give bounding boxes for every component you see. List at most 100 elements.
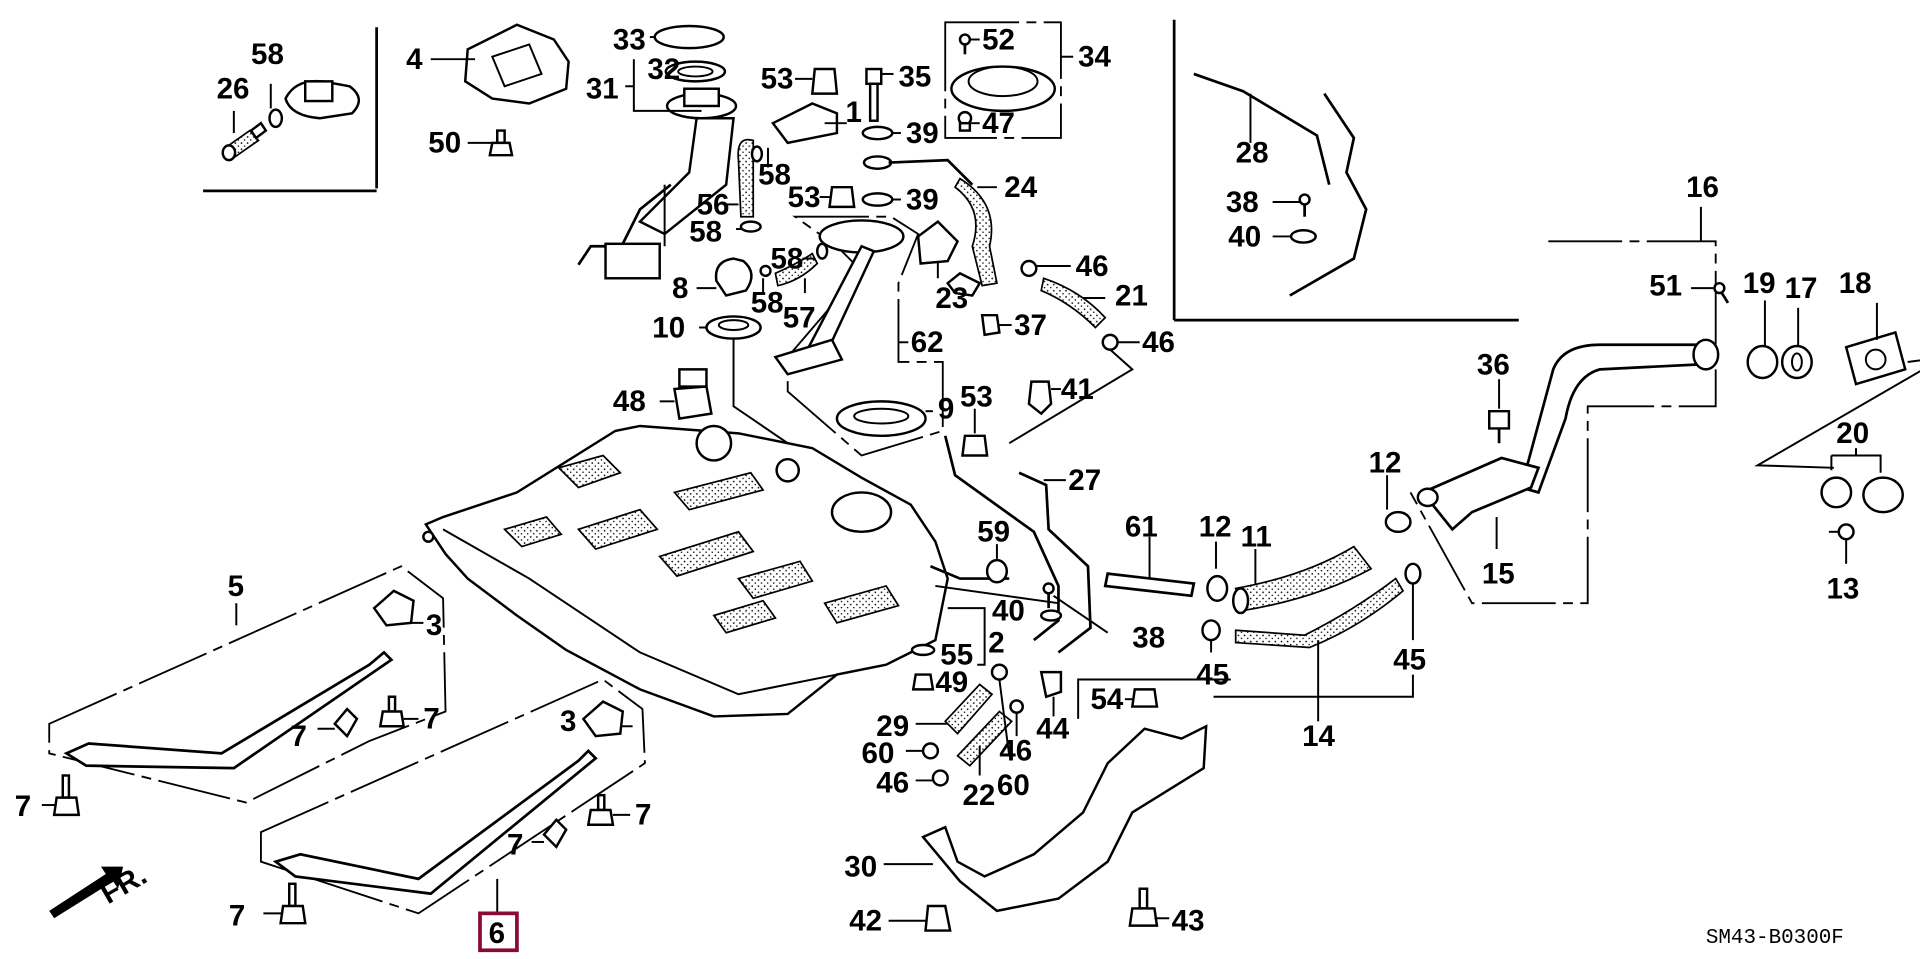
label-60a[interactable]: 60 — [862, 737, 895, 770]
part-22-hose[interactable] — [956, 710, 1013, 776]
part-31-fuel-pump-module[interactable] — [625, 59, 738, 236]
label-35[interactable]: 35 — [898, 60, 931, 93]
part-58-clip-d[interactable] — [759, 264, 772, 294]
part-58-clip-a[interactable] — [268, 83, 284, 129]
part-12-clamp-a[interactable] — [1206, 541, 1229, 602]
label-58e[interactable]: 58 — [751, 287, 784, 320]
part-51-screw[interactable] — [1691, 281, 1730, 304]
label-58c[interactable]: 58 — [689, 215, 722, 248]
label-51[interactable]: 51 — [1649, 269, 1682, 302]
label-36[interactable]: 36 — [1477, 348, 1510, 381]
label-12b[interactable]: 12 — [1369, 447, 1402, 480]
label-11[interactable]: 11 — [1241, 521, 1272, 554]
part-7-bolt-f[interactable] — [586, 793, 631, 826]
part-53-nut-c[interactable] — [961, 408, 989, 457]
label-45b[interactable]: 45 — [1393, 644, 1426, 677]
label-38a[interactable]: 38 — [1226, 186, 1259, 219]
label-23[interactable]: 23 — [935, 282, 968, 315]
label-53c[interactable]: 53 — [960, 380, 993, 413]
part-30-protector[interactable] — [883, 724, 1208, 913]
label-52[interactable]: 52 — [982, 23, 1015, 56]
label-48[interactable]: 48 — [613, 385, 646, 418]
part-37-bolt[interactable] — [980, 313, 1012, 337]
label-40b[interactable]: 40 — [992, 594, 1025, 627]
part-5-tank-strap-assy[interactable] — [48, 565, 447, 804]
part-58-clip-b[interactable] — [750, 145, 769, 168]
part-15-filler-pipe[interactable] — [1416, 456, 1541, 550]
label-7a[interactable]: 7 — [15, 790, 31, 823]
label-18[interactable]: 18 — [1839, 267, 1872, 300]
part-18-filler-base[interactable] — [1754, 302, 1920, 469]
part-59-clamp[interactable] — [985, 544, 1009, 584]
label-22[interactable]: 22 — [962, 779, 995, 812]
part-23-clip[interactable] — [916, 220, 960, 279]
label-32[interactable]: 32 — [647, 53, 680, 86]
label-38b[interactable]: 38 — [1132, 622, 1165, 655]
label-14[interactable]: 14 — [1302, 720, 1335, 753]
part-57-hose[interactable] — [774, 252, 819, 294]
fuel-tank[interactable] — [422, 424, 949, 718]
part-55-washer[interactable] — [910, 643, 936, 657]
label-59[interactable]: 59 — [977, 516, 1010, 549]
label-55[interactable]: 55 — [940, 639, 973, 672]
part-45-clamp-b[interactable] — [1213, 562, 1422, 698]
label-24[interactable]: 24 — [1004, 171, 1037, 204]
label-6[interactable]: 6 — [489, 917, 505, 950]
part-46-clamp-d[interactable] — [1009, 699, 1024, 737]
part-47-clip[interactable] — [957, 110, 980, 132]
label-50[interactable]: 50 — [428, 127, 461, 160]
label-61[interactable]: 61 — [1125, 511, 1158, 544]
part-38-screw-b[interactable] — [1042, 582, 1109, 634]
label-21[interactable]: 21 — [1115, 279, 1148, 312]
part-40-grommet-a[interactable] — [1272, 229, 1317, 244]
label-58a[interactable]: 58 — [251, 38, 284, 71]
label-49[interactable]: 49 — [935, 666, 968, 699]
part-28-breather-pipe[interactable] — [1193, 72, 1368, 297]
part-58-clip-c[interactable] — [736, 220, 762, 233]
label-57[interactable]: 57 — [783, 301, 816, 334]
label-15[interactable]: 15 — [1482, 558, 1515, 591]
part-38-screw-a[interactable] — [1272, 193, 1311, 217]
part-16-filler-neck-assy[interactable] — [1409, 206, 1720, 605]
label-46d[interactable]: 46 — [876, 767, 909, 800]
label-34[interactable]: 34 — [1078, 41, 1111, 74]
label-43[interactable]: 43 — [1172, 905, 1205, 938]
label-46a[interactable]: 46 — [1076, 250, 1109, 283]
label-17[interactable]: 17 — [1785, 272, 1818, 305]
part-36-bolt[interactable] — [1488, 379, 1511, 444]
part-26-fuel-gauge-sender[interactable] — [221, 110, 268, 162]
label-37[interactable]: 37 — [1014, 309, 1047, 342]
label-20[interactable]: 20 — [1836, 417, 1869, 450]
label-7d[interactable]: 7 — [229, 900, 245, 933]
part-60-clamp-a[interactable] — [905, 742, 940, 760]
part-60-clamp-b[interactable] — [990, 663, 1011, 756]
part-7-bolt-a[interactable] — [41, 774, 81, 817]
part-1-fuel-cut-valve[interactable] — [771, 102, 847, 145]
label-46c[interactable]: 46 — [999, 735, 1032, 768]
label-53a[interactable]: 53 — [761, 63, 794, 96]
label-7e[interactable]: 7 — [507, 828, 523, 861]
part-9-gasket[interactable] — [835, 400, 933, 438]
part-58-clip-e[interactable] — [802, 242, 829, 260]
part-40-grommet-b[interactable] — [1040, 609, 1063, 622]
part-39-washer-b[interactable] — [861, 192, 901, 207]
part-12-clamp-b[interactable] — [1384, 475, 1412, 534]
part-7-bolt-d[interactable] — [263, 882, 307, 925]
label-26[interactable]: 26 — [217, 73, 250, 106]
label-58b[interactable]: 58 — [758, 159, 791, 192]
part-20-fuel-cap[interactable] — [1820, 448, 1904, 514]
label-45a[interactable]: 45 — [1196, 658, 1229, 691]
part-4-bracket[interactable] — [430, 23, 570, 105]
label-58d[interactable]: 58 — [770, 242, 803, 275]
part-54-nut[interactable] — [1077, 678, 1231, 719]
label-5[interactable]: 5 — [228, 570, 244, 603]
part-33-lock-ring[interactable] — [649, 24, 725, 50]
part-14-hose[interactable] — [1234, 577, 1405, 722]
label-7c[interactable]: 7 — [423, 703, 439, 736]
label-16[interactable]: 16 — [1686, 171, 1719, 204]
part-53-nut-b[interactable] — [819, 185, 856, 209]
part-53-nut-a[interactable] — [795, 67, 839, 95]
label-42[interactable]: 42 — [849, 905, 882, 938]
part-17-grommet[interactable] — [1780, 307, 1813, 380]
part-46-clamp-a[interactable] — [1020, 259, 1071, 278]
